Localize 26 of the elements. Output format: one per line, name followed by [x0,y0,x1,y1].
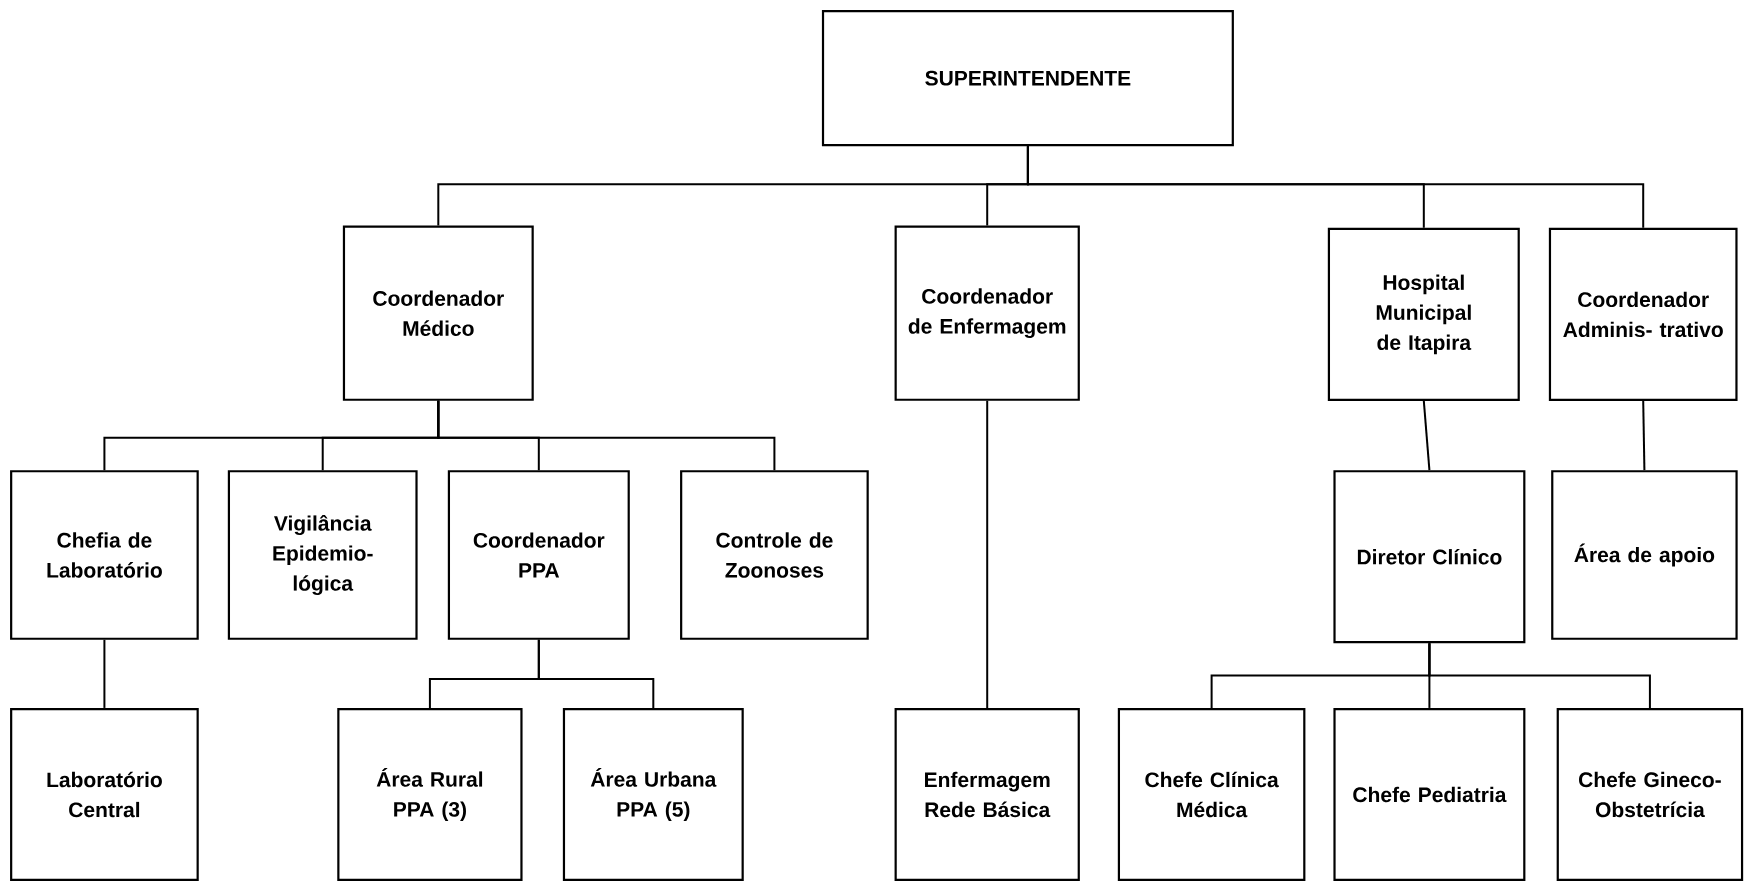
org-box: Área Urbana PPA (5) [562,707,744,882]
org-box: Coordenador Médico [342,225,534,401]
connector-line [1642,399,1646,472]
org-box: Controle de Zoonoses [680,470,869,640]
org-box: Área Rural PPA (3) [337,707,523,882]
org-box: Laboratório Central [10,707,199,882]
org-box: Enfermagem Rede Básica [894,707,1080,882]
connector-line [1422,399,1431,472]
org-box: Vigilância Epidemio- lógica [227,470,418,640]
org-box: Coordenador Adminis- trativo [1548,227,1738,401]
org-box: Coordenador de Enfermagem [894,225,1080,401]
connector-line [1428,642,1651,709]
org-box: Chefe Clínica Médica [1117,707,1306,882]
connector-line [103,638,106,709]
connector-line [1026,145,1645,229]
connector-line [986,399,989,709]
org-box: SUPERINTENDENTE [821,10,1234,147]
org-box: Chefia de Laboratório [10,470,199,640]
connector-line [437,399,776,472]
org-box: Chefe Gineco- Obstetrícia [1556,707,1744,882]
org-box: Área de apoio [1551,470,1738,640]
org-box: Diretor Clínico [1333,470,1526,644]
connector-line [537,638,655,709]
org-box: Hospital Municipal de Itapira [1327,227,1520,401]
org-box: Chefe Pediatria [1333,707,1526,882]
org-box: Coordenador PPA [447,470,630,640]
